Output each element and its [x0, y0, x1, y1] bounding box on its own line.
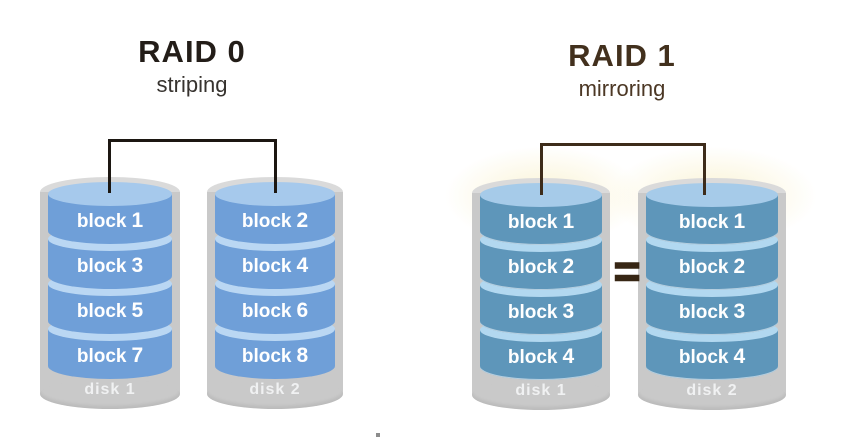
raid1-subtitle: mirroring [578, 76, 666, 101]
raid1-title: RAID 1 [568, 38, 676, 73]
block-top-ellipse [646, 183, 778, 207]
disk-label: disk 1 [515, 382, 567, 399]
disk-cylinder-bottom [638, 380, 786, 410]
block-word: block [678, 347, 729, 368]
block-word: block [507, 347, 558, 368]
block-word: block [507, 257, 558, 278]
block-word: block [241, 346, 292, 367]
block-word: block [241, 256, 292, 277]
disk-cylinder-bottom [207, 379, 343, 409]
block-number: 6 [296, 299, 309, 322]
block-number: 3 [562, 300, 575, 323]
block-word: block [678, 302, 729, 323]
equals-sign: = [613, 245, 641, 297]
block-number: 1 [562, 210, 575, 233]
raid1-connector-bracket [540, 143, 706, 195]
block-word: block [76, 211, 127, 232]
disk-label: disk 2 [686, 382, 738, 399]
block-number: 5 [131, 299, 144, 322]
disk-label: disk 1 [84, 381, 136, 398]
block-number: 2 [562, 255, 575, 278]
block-word: block [76, 346, 127, 367]
disk-label: disk 2 [249, 381, 301, 398]
block-number: 2 [296, 209, 309, 232]
block-word: block [241, 301, 292, 322]
block-word: block [76, 256, 127, 277]
stray-dot [376, 433, 380, 437]
block-word: block [241, 211, 292, 232]
block-word: block [507, 212, 558, 233]
disk-cylinder-bottom [472, 380, 610, 410]
block-word: block [76, 301, 127, 322]
block-number: 1 [733, 210, 746, 233]
block-number: 8 [296, 344, 309, 367]
block-word: block [678, 212, 729, 233]
raid0-title: RAID 0 [138, 34, 246, 69]
block-number: 1 [131, 209, 144, 232]
block-word: block [507, 302, 558, 323]
raid0-subtitle: striping [156, 72, 228, 97]
disk-cylinder-bottom [40, 379, 180, 409]
block-number: 4 [296, 254, 309, 277]
block-number: 7 [131, 344, 144, 367]
raid0-connector-bracket [108, 139, 277, 193]
block-number: 3 [733, 300, 746, 323]
block-number: 3 [131, 254, 144, 277]
block-number: 2 [733, 255, 746, 278]
block-number: 4 [562, 345, 575, 368]
block-word: block [678, 257, 729, 278]
block-number: 4 [733, 345, 746, 368]
